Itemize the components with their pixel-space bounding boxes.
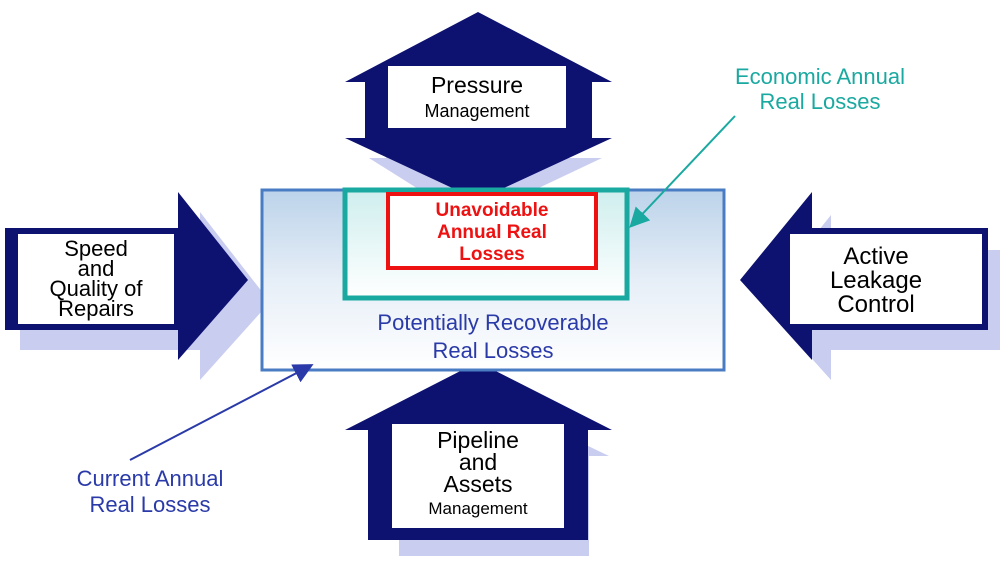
callout-label-line1: Economic Annual	[735, 64, 905, 89]
unavoidable-label-line1: Unavoidable	[436, 200, 549, 221]
callout-label-line2: Real Losses	[89, 492, 210, 517]
callout-pointer	[629, 115, 736, 228]
pipeline-assets-arrow: Pipeline and Assets Management	[345, 362, 612, 556]
arrow-label-line1: Pipeline	[437, 427, 519, 453]
current-losses-callout: Current Annual Real Losses	[77, 364, 314, 517]
pressure-management-arrow: Pressure Management	[345, 12, 612, 221]
arrow-label-line2: Management	[424, 101, 529, 121]
arrow-label-line1: Active	[843, 243, 908, 270]
arrow-label-line3: Assets	[443, 471, 512, 497]
repairs-arrow: Speed and Quality of Repairs	[5, 192, 270, 380]
arrow-label-line4: Management	[428, 499, 528, 518]
label-box	[388, 66, 566, 128]
arrow-label-line3: Quality of	[50, 276, 144, 301]
label-box	[392, 424, 564, 528]
active-leakage-control-arrow: Active Leakage Control	[740, 192, 1000, 380]
arrow-label-line2: and	[459, 449, 497, 475]
label-box	[18, 234, 174, 324]
callout-label-line2: Real Losses	[759, 89, 880, 114]
economic-losses-callout: Economic Annual Real Losses	[629, 64, 905, 228]
center-label-line1: Potentially Recoverable	[377, 310, 608, 335]
label-box	[790, 234, 982, 324]
arrow-label-line2: and	[78, 256, 115, 281]
unavoidable-losses-box	[386, 192, 598, 270]
arrow-label-line3: Control	[837, 291, 914, 318]
callout-pointer	[129, 364, 314, 461]
arrow-label-line1: Pressure	[431, 72, 523, 98]
callout-label-line1: Current Annual	[77, 466, 224, 491]
center-label-line2: Real Losses	[432, 338, 553, 363]
arrow-label-line2: Leakage	[830, 267, 922, 294]
current-annual-real-losses-box: Unavoidable Annual Real Losses Potential…	[260, 187, 726, 372]
unavoidable-label-line3: Losses	[459, 244, 524, 265]
arrow-label-line1: Speed	[64, 236, 128, 261]
unavoidable-label-line2: Annual Real	[437, 222, 547, 243]
arrow-label-line4: Repairs	[58, 296, 134, 321]
